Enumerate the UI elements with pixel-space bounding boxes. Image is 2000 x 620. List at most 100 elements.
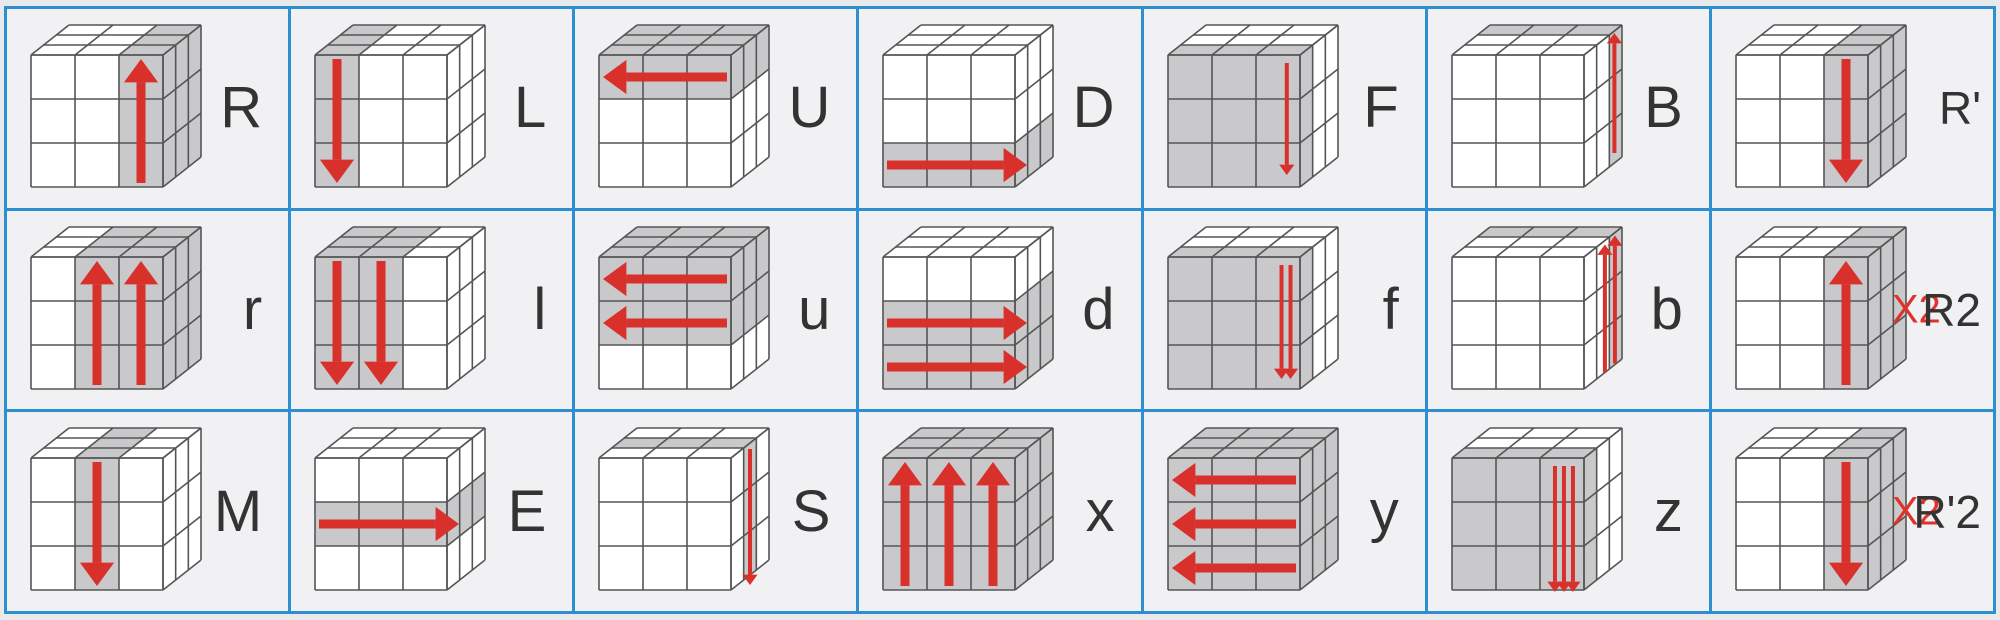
shaded-top-region [1823,226,1906,257]
cube-icon [1735,24,1907,188]
cube-grid-line [74,427,114,459]
move-cell: b [1427,210,1709,410]
shaded-side-region [163,25,201,187]
move-cell: B [1427,9,1709,208]
arrow-head [79,562,115,587]
cube-grid-line [1014,358,1054,390]
cube-grid-line [1583,559,1623,591]
cube-grid-line [1867,559,1907,591]
cube-grid-line [1495,24,1535,56]
arrow-head [888,462,923,486]
cube-icon [1735,225,1907,390]
cube-grid-line [1823,226,1863,258]
cube-grid-line [686,226,726,258]
cube-grid-line [1583,427,1623,459]
cube-grid-line [118,24,158,56]
cube-grid-line [1299,427,1339,459]
move-label: E [507,478,547,544]
cube-grid-line [882,226,922,258]
shaded-top-region [119,25,201,55]
cube-grid-line [730,112,770,144]
cube-grid-line [730,270,770,302]
arrow-head [1004,349,1028,384]
cube-grid-line [358,24,398,56]
cube-grid-line [1823,24,1863,56]
cube-grid-line [1299,24,1339,56]
arrow-head [320,159,355,183]
cube-side-face [163,428,201,591]
cube-grid-line [1299,515,1339,547]
cube-grid-line [1779,226,1819,258]
arrow-head [123,59,159,83]
cube-grid-line [1735,226,1775,258]
arrow-head [123,260,159,285]
shaded-top-region [75,428,157,459]
cube-grid-line [446,156,486,188]
cube-icon [1166,427,1339,592]
shaded-top-region [599,25,770,55]
cube-grid-line [1867,314,1907,346]
cube-grid-line [74,226,114,258]
cube-icon [882,24,1055,188]
arrow-head [1828,159,1863,183]
arrow-head [1607,235,1623,246]
cube-grid-line [446,226,486,258]
cube-grid-line [1583,24,1623,56]
shaded-top-region [1167,45,1313,55]
cube-grid-line [1867,112,1907,144]
cube-grid-line [1255,427,1295,459]
cube-grid-line [1211,24,1251,56]
arrow-head [364,361,399,385]
cube-grid-line [1583,358,1623,390]
arrow-head [1004,147,1028,183]
cube-grid-line [970,226,1010,258]
cube-grid-line [642,226,682,258]
cube-grid-line [686,427,726,459]
cube-grid-line [1867,270,1907,302]
cube-side-face [447,226,486,389]
cube-grid-line [446,559,486,591]
cube-grid-line [1299,358,1339,390]
move-label: r [242,276,263,342]
cube-grid-line [1014,156,1054,188]
cube-grid-line [402,226,442,258]
move-cell: R [7,9,289,208]
arrow-head [1171,551,1195,586]
move-cell: z [1427,412,1709,611]
cube-grid-line [1451,24,1491,56]
cube-grid-line [446,270,486,302]
shaded-top-region [1167,246,1313,257]
cube-grid-line [1167,226,1207,258]
move-label: R' [1938,82,1981,135]
move-cell: u [575,210,857,410]
cube-grid-line [162,559,202,591]
cube-grid-line [358,427,398,459]
cube-front-face [599,458,732,591]
cube-icon [882,225,1055,390]
arrow-head [742,574,758,586]
cube-icon [1450,24,1623,188]
cube-icon [598,225,771,390]
cube-grid-line [446,314,486,346]
cube-grid-line [1735,24,1775,56]
cube-icon [1735,427,1907,592]
shaded-top-region [1477,25,1622,35]
cube-grid-line [1867,515,1907,547]
arrow-head [435,507,460,542]
move-label: L [514,75,547,141]
shaded-side-region [1299,45,1313,187]
move-label: R2 [1922,283,1981,336]
cube-grid-line [446,68,486,100]
shaded-side-region [447,472,486,547]
cube-grid-line [1014,24,1054,56]
move-cell: U [575,9,857,208]
cube-grid-line [1495,427,1535,459]
move-label: y [1369,478,1399,544]
cube-grid-line [402,427,442,459]
move-label: D [1072,75,1115,141]
cube-grid-line [118,226,158,258]
cube-grid-line [1014,515,1054,547]
move-label: R'2 [1913,485,1981,538]
